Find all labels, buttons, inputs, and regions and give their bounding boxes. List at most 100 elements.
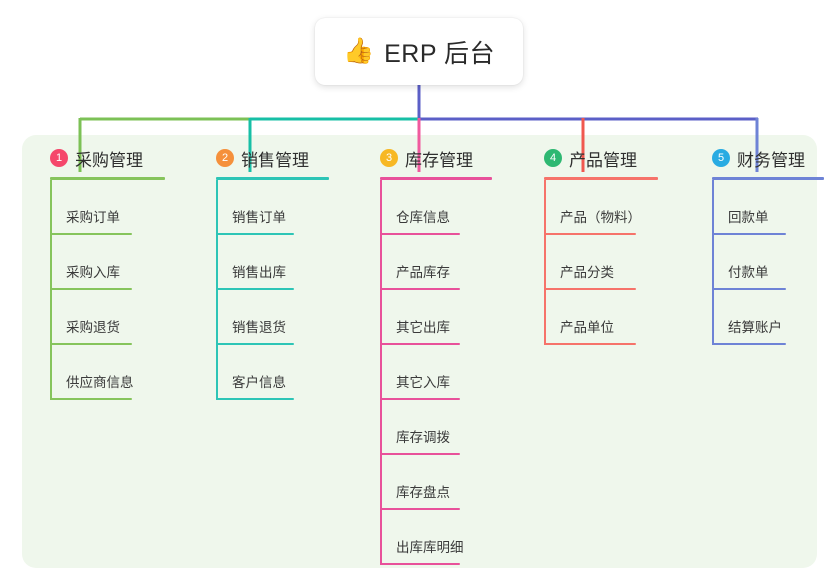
leaf-rule: [712, 233, 786, 235]
leaf-label: 库存盘点: [396, 485, 450, 500]
leaf-label: 销售出库: [232, 265, 286, 280]
column-4: 4 产品管理产品（物料） 产品分类产品单位: [528, 146, 658, 345]
root-node[interactable]: 👍 ERP 后台: [315, 18, 523, 85]
leaf-label: 销售退货: [232, 320, 286, 335]
leaf-item[interactable]: 销售出库: [200, 235, 329, 290]
leaf-list-5: 回款单付款单结算账户: [696, 180, 824, 345]
column-badge-1: 1: [50, 149, 68, 167]
leaf-item[interactable]: 结算账户: [696, 290, 824, 345]
leaf-list-1: 采购订单采购入库采购退货供应商信息: [34, 180, 165, 400]
leaf-rule: [216, 343, 294, 345]
leaf-item[interactable]: 产品分类: [528, 235, 658, 290]
leaf-rule: [544, 288, 636, 290]
leaf-label: 付款单: [728, 265, 769, 280]
column-badge-4: 4: [544, 149, 562, 167]
column-3: 3 库存管理仓库信息产品库存其它出库其它入库库存调拨库存盘点出库库明细: [364, 146, 492, 565]
column-title-5: 财务管理: [737, 150, 805, 170]
leaf-item[interactable]: 库存盘点: [364, 455, 492, 510]
leaf-spine-5: [712, 180, 714, 345]
column-title-1: 采购管理: [75, 150, 143, 170]
leaf-rule: [544, 343, 636, 345]
column-header-4[interactable]: 4 产品管理: [528, 146, 658, 170]
leaf-label: 采购订单: [66, 210, 120, 225]
column-1: 1 采购管理采购订单采购入库采购退货供应商信息: [34, 146, 165, 400]
leaf-item[interactable]: 采购入库: [34, 235, 165, 290]
leaf-rule: [380, 508, 460, 510]
leaf-rule: [380, 563, 460, 565]
root-title: ERP 后台: [384, 39, 496, 68]
leaf-item[interactable]: 采购退货: [34, 290, 165, 345]
column-header-1[interactable]: 1 采购管理: [34, 146, 165, 170]
column-title-2: 销售管理: [241, 150, 309, 170]
leaf-item[interactable]: 付款单: [696, 235, 824, 290]
leaf-label: 出库库明细: [396, 540, 464, 555]
leaf-rule: [712, 343, 786, 345]
content-panel: [22, 135, 817, 568]
leaf-spine-1: [50, 180, 52, 400]
leaf-item[interactable]: 其它出库: [364, 290, 492, 345]
leaf-label: 产品单位: [560, 320, 614, 335]
leaf-label: 其它出库: [396, 320, 450, 335]
leaf-item[interactable]: 供应商信息: [34, 345, 165, 400]
leaf-item[interactable]: 回款单: [696, 180, 824, 235]
leaf-item[interactable]: 销售订单: [200, 180, 329, 235]
leaf-label: 结算账户: [728, 320, 782, 335]
leaf-list-3: 仓库信息产品库存其它出库其它入库库存调拨库存盘点出库库明细: [364, 180, 492, 565]
leaf-item[interactable]: 产品（物料）: [528, 180, 658, 235]
leaf-rule: [380, 398, 460, 400]
column-badge-2: 2: [216, 149, 234, 167]
leaf-rule: [216, 398, 294, 400]
leaf-label: 产品（物料）: [560, 210, 641, 225]
leaf-item[interactable]: 出库库明细: [364, 510, 492, 565]
leaf-label: 产品库存: [396, 265, 450, 280]
leaf-label: 采购退货: [66, 320, 120, 335]
leaf-list-4: 产品（物料） 产品分类产品单位: [528, 180, 658, 345]
leaf-rule: [380, 288, 460, 290]
column-5: 5 财务管理回款单付款单结算账户: [696, 146, 824, 345]
column-rule-3: [380, 177, 492, 180]
leaf-label: 其它入库: [396, 375, 450, 390]
leaf-item[interactable]: 采购订单: [34, 180, 165, 235]
leaf-label: 销售订单: [232, 210, 286, 225]
column-rule-5: [712, 177, 824, 180]
leaf-list-2: 销售订单销售出库销售退货客户信息: [200, 180, 329, 400]
leaf-rule: [380, 233, 460, 235]
leaf-rule: [544, 233, 636, 235]
leaf-label: 采购入库: [66, 265, 120, 280]
leaf-label: 供应商信息: [66, 375, 134, 390]
column-header-2[interactable]: 2 销售管理: [200, 146, 329, 170]
leaf-rule: [380, 343, 460, 345]
leaf-label: 回款单: [728, 210, 769, 225]
leaf-rule: [50, 233, 132, 235]
leaf-label: 产品分类: [560, 265, 614, 280]
column-header-3[interactable]: 3 库存管理: [364, 146, 492, 170]
thumbs-up-icon: 👍: [342, 37, 375, 65]
leaf-rule: [50, 288, 132, 290]
leaf-label: 客户信息: [232, 375, 286, 390]
leaf-rule: [216, 233, 294, 235]
leaf-rule: [712, 288, 786, 290]
leaf-item[interactable]: 仓库信息: [364, 180, 492, 235]
leaf-item[interactable]: 产品库存: [364, 235, 492, 290]
leaf-item[interactable]: 库存调拨: [364, 400, 492, 455]
column-2: 2 销售管理销售订单销售出库销售退货客户信息: [200, 146, 329, 400]
leaf-item[interactable]: 其它入库: [364, 345, 492, 400]
column-rule-4: [544, 177, 658, 180]
column-badge-3: 3: [380, 149, 398, 167]
leaf-item[interactable]: 产品单位: [528, 290, 658, 345]
leaf-rule: [380, 453, 460, 455]
leaf-rule: [216, 288, 294, 290]
leaf-spine-2: [216, 180, 218, 400]
leaf-item[interactable]: 客户信息: [200, 345, 329, 400]
leaf-label: 仓库信息: [396, 210, 450, 225]
leaf-item[interactable]: 销售退货: [200, 290, 329, 345]
leaf-spine-3: [380, 180, 382, 565]
column-rule-2: [216, 177, 329, 180]
leaf-rule: [50, 398, 132, 400]
column-header-5[interactable]: 5 财务管理: [696, 146, 824, 170]
leaf-spine-4: [544, 180, 546, 345]
column-rule-1: [50, 177, 165, 180]
column-title-3: 库存管理: [405, 150, 473, 170]
column-badge-5: 5: [712, 149, 730, 167]
column-title-4: 产品管理: [569, 150, 637, 170]
